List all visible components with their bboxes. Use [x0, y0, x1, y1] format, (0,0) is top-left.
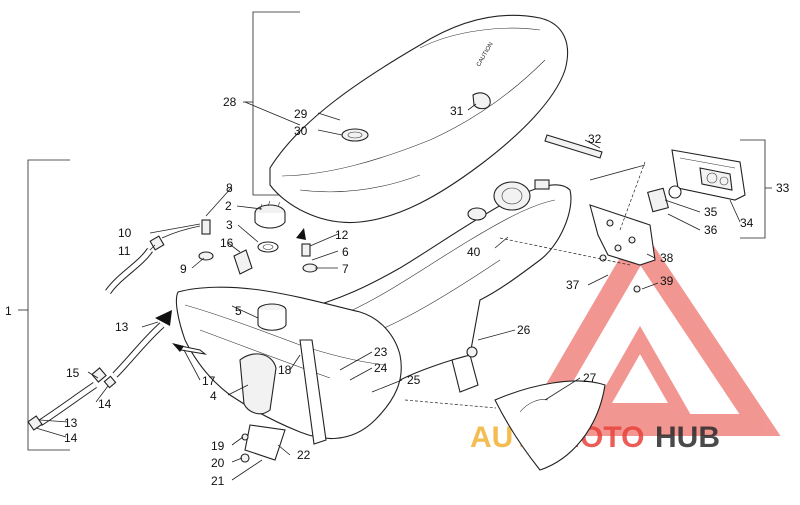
watermark-hub: HUB — [655, 421, 720, 454]
tank-pump — [239, 353, 277, 415]
bracket-33 — [740, 139, 772, 239]
callout-11: 11 — [118, 244, 131, 258]
callout-7: 7 — [342, 262, 349, 276]
callout-labels: 1 2 3 4 5 6 7 8 9 10 11 12 13 13 14 14 1… — [5, 95, 790, 488]
callout-23: 23 — [374, 345, 388, 359]
callout-39: 39 — [660, 274, 674, 288]
callout-8: 8 — [226, 181, 233, 195]
callout-26: 26 — [517, 323, 531, 337]
seat-knob — [472, 92, 491, 110]
strap-32 — [544, 134, 603, 159]
fuel-cap — [254, 200, 286, 229]
callout-10: 10 — [118, 226, 132, 240]
callout-15: 15 — [66, 366, 80, 380]
bracket-22 — [240, 339, 327, 463]
callout-16: 16 — [220, 236, 234, 250]
strap-18 — [299, 339, 327, 445]
callout-4: 4 — [210, 389, 217, 403]
callout-38: 38 — [660, 251, 674, 265]
callout-36: 36 — [704, 223, 718, 237]
cap-gasket — [257, 241, 279, 253]
frame-leg — [451, 354, 479, 393]
hose-13-lower — [27, 382, 97, 431]
callout-28: 28 — [223, 95, 237, 109]
callout-20: 20 — [211, 456, 225, 470]
callout-18: 18 — [278, 363, 292, 377]
callout-12: 12 — [335, 228, 349, 242]
callout-29: 29 — [294, 107, 308, 121]
bracket-1 — [18, 159, 70, 451]
vent-hose-11 — [105, 225, 201, 295]
callout-14a: 14 — [98, 397, 112, 411]
vent-valve-16 — [233, 249, 253, 275]
callout-35: 35 — [704, 205, 718, 219]
callout-27: 27 — [583, 371, 597, 385]
callout-2: 2 — [225, 199, 232, 213]
frame-bolt-26 — [466, 346, 478, 358]
callout-33: 33 — [776, 181, 790, 195]
callout-5: 5 — [235, 304, 242, 318]
callout-17: 17 — [202, 374, 216, 388]
callout-32: 32 — [588, 132, 602, 146]
callout-40: 40 — [467, 245, 481, 259]
taillight — [671, 149, 746, 201]
clip-12-6-7 — [296, 228, 318, 273]
callout-6: 6 — [342, 245, 349, 259]
arrow-13 — [155, 310, 172, 326]
callout-22: 22 — [297, 448, 311, 462]
callout-13a: 13 — [115, 320, 129, 334]
callout-21: 21 — [211, 474, 225, 488]
callout-24: 24 — [374, 361, 388, 375]
callout-1: 1 — [5, 304, 12, 318]
watermark-logo — [515, 224, 781, 436]
callout-37: 37 — [566, 278, 580, 292]
frame-filler-port — [493, 181, 531, 211]
fitting-8 — [201, 219, 211, 235]
plate-27 — [494, 380, 606, 471]
grommet-9 — [198, 251, 214, 261]
callout-14b: 14 — [64, 431, 78, 445]
callout-9: 9 — [180, 262, 187, 276]
fuel-hose-13 — [91, 322, 165, 389]
callout-13b: 13 — [64, 416, 78, 430]
callout-3: 3 — [226, 218, 233, 232]
callout-34: 34 — [740, 216, 754, 230]
frame-hole — [467, 207, 487, 221]
callout-30: 30 — [294, 124, 308, 138]
arrow-5 — [172, 343, 184, 352]
callout-19: 19 — [211, 439, 225, 453]
callout-31: 31 — [450, 104, 464, 118]
watermark-text: AUTO MOTO HUB — [470, 421, 720, 454]
leader-lines — [35, 101, 741, 481]
license-bracket — [589, 204, 656, 293]
bulb-socket — [647, 185, 682, 213]
seat-badge — [341, 128, 369, 142]
callout-25: 25 — [407, 373, 421, 387]
frame-latch — [534, 179, 550, 190]
seat: CAUTION — [269, 14, 569, 224]
